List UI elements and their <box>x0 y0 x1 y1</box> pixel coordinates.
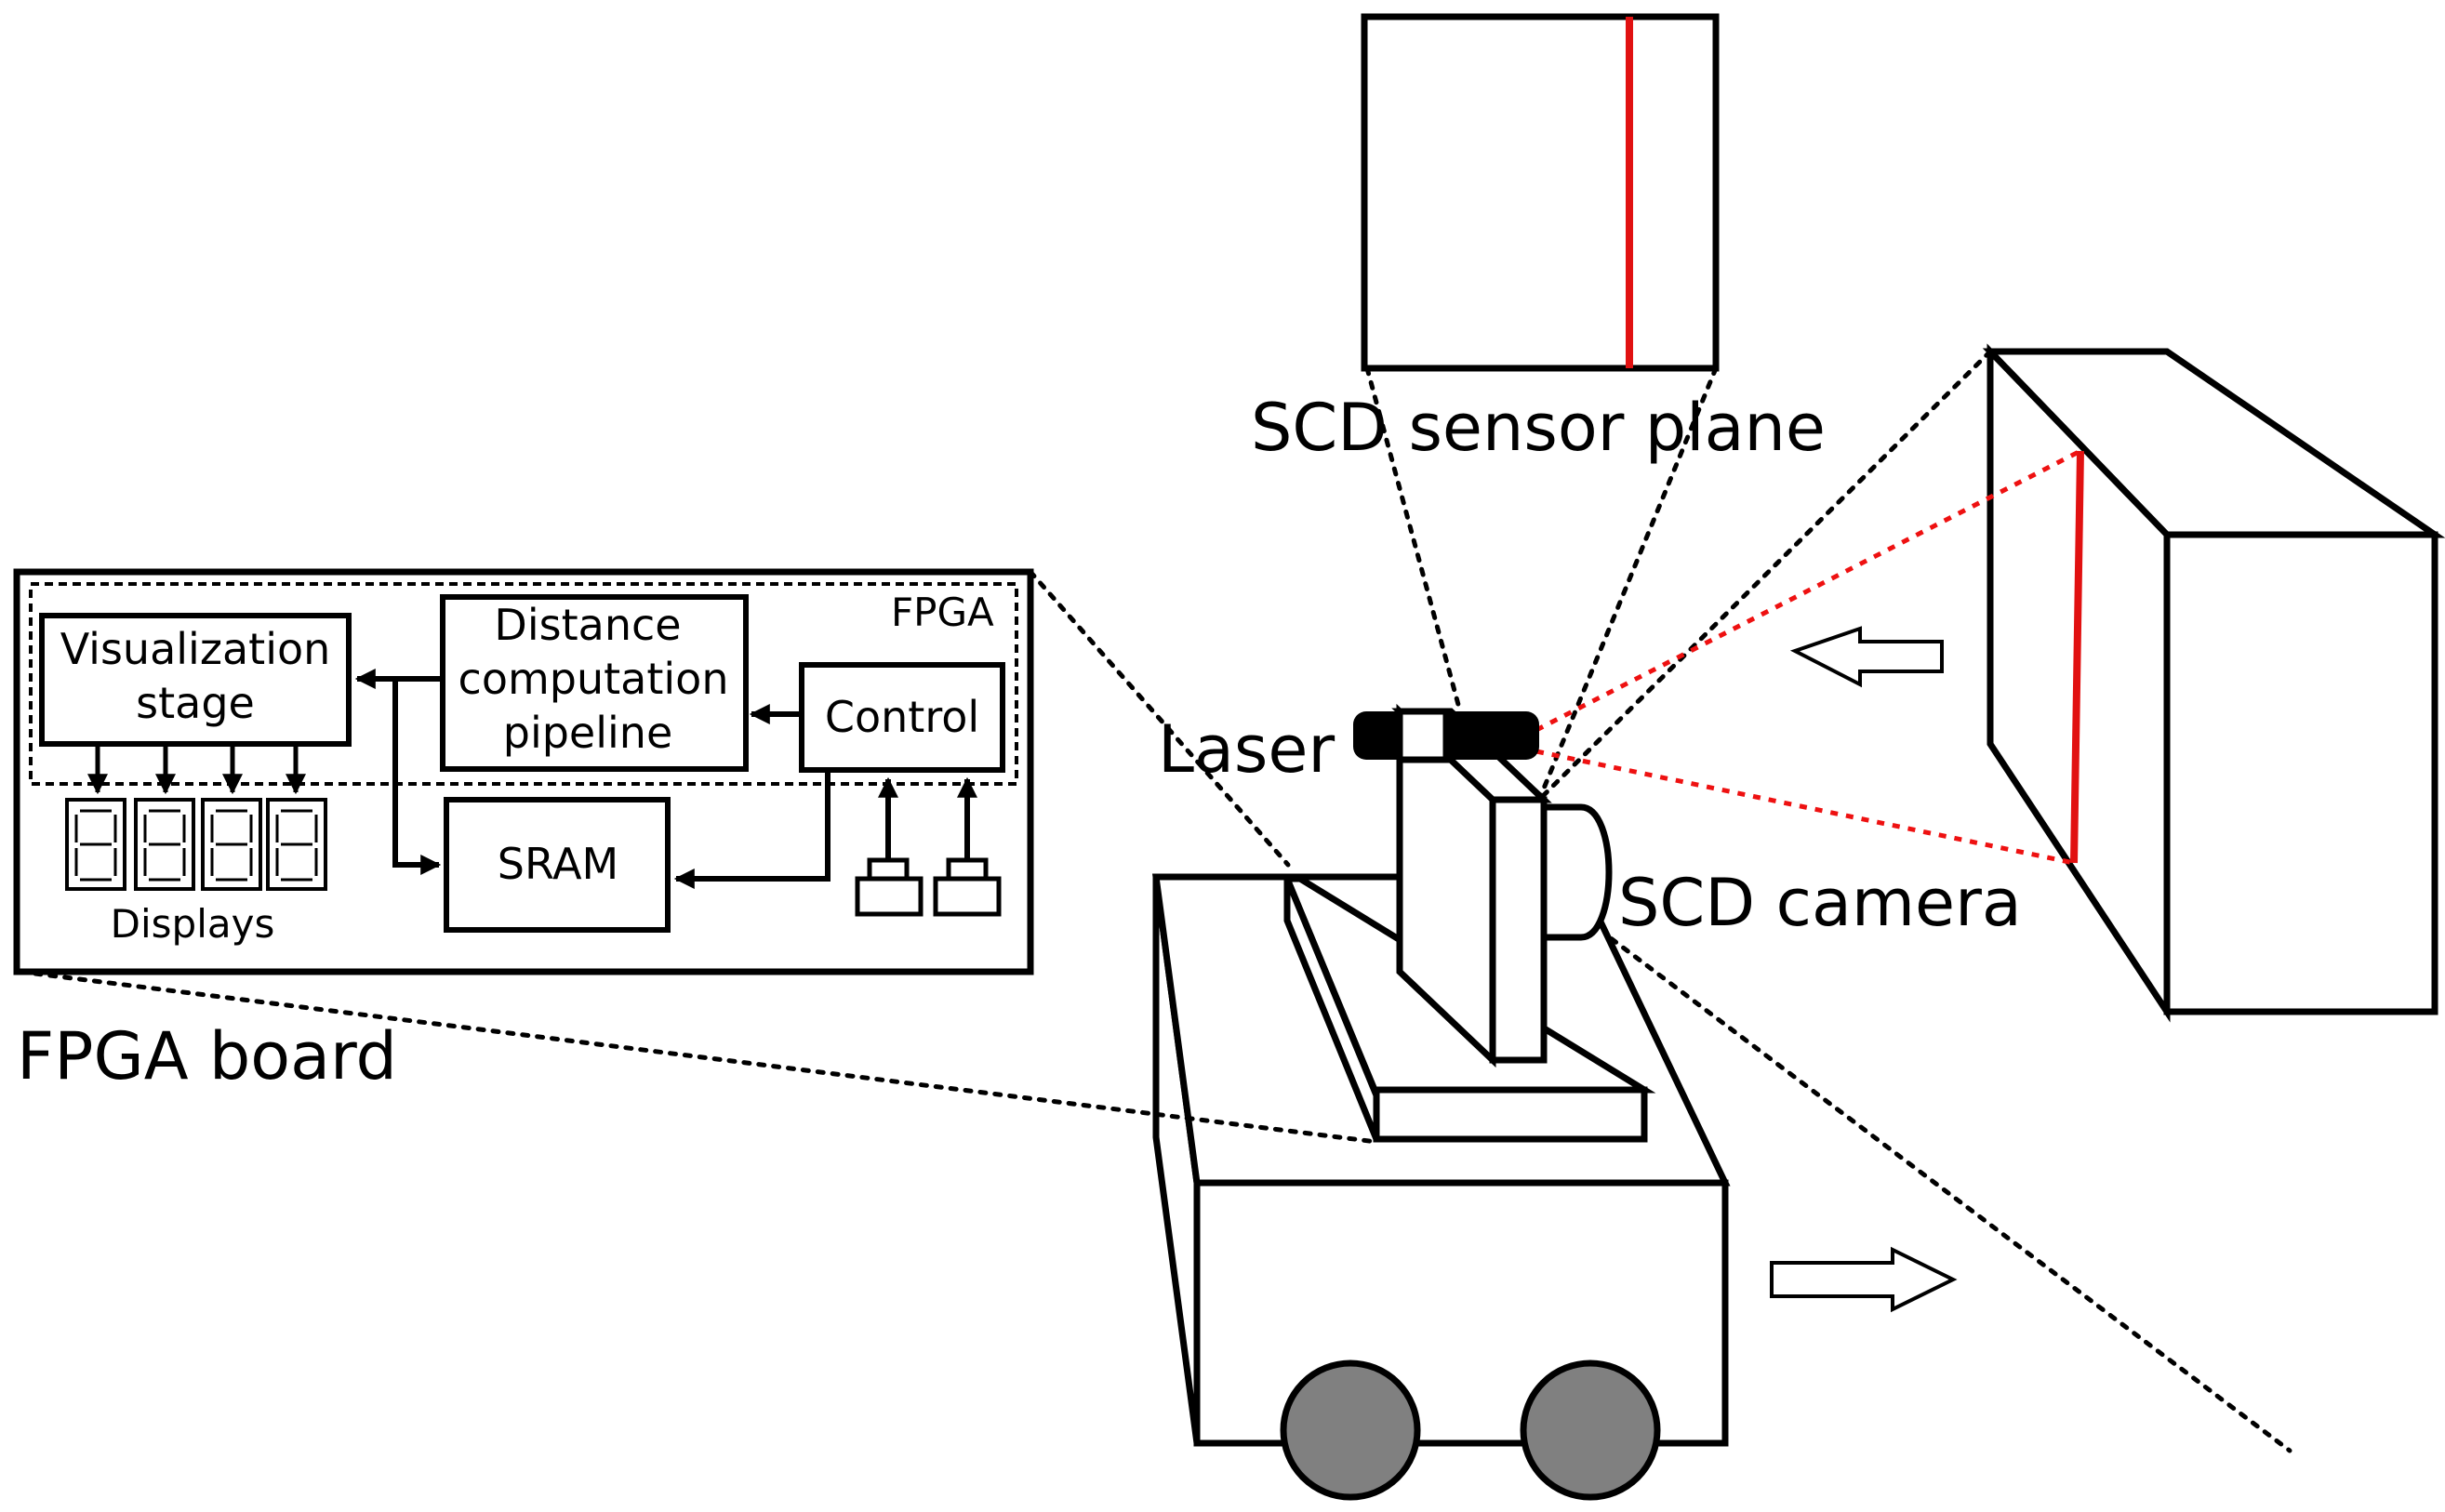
laser-beam-lower <box>1535 749 2075 866</box>
board-connections <box>87 669 977 889</box>
distance-label-line1: Distance <box>494 600 681 650</box>
displays-label: Displays <box>111 901 275 947</box>
push-button-icon <box>855 857 924 917</box>
laser-beam-upper <box>1535 448 2082 733</box>
laser-label: Laser <box>1158 711 1335 788</box>
board-zoom-lower <box>18 969 1379 1145</box>
robot-motion-arrow-icon <box>1770 1246 1958 1313</box>
control-block <box>799 662 1005 773</box>
camera-fov-upper <box>1541 349 1993 798</box>
push-button-icon <box>933 857 1002 917</box>
camera-label: SCD camera <box>1618 865 2022 941</box>
seven-segment-icon <box>201 798 262 891</box>
distance-label-line3: pipeline <box>503 708 673 758</box>
sram-block <box>444 797 671 933</box>
sensor-plane <box>1361 13 1720 372</box>
wheel-icon <box>1280 1359 1421 1501</box>
seven-segment-displays <box>65 798 327 891</box>
wheel-icon <box>1520 1359 1661 1501</box>
sram-label: SRAM <box>498 839 618 889</box>
fpga-board-label: FPGA board <box>17 1018 397 1094</box>
seven-segment-icon <box>266 798 327 891</box>
sensor-projection-left <box>1364 365 1463 714</box>
visualization-label-line2: stage <box>136 678 255 728</box>
visualization-label-line1: Visualization <box>60 624 331 674</box>
object-motion-arrow-icon <box>1789 626 1944 688</box>
visualization-stage-block <box>39 613 352 747</box>
distance-pipeline-block <box>440 594 749 772</box>
target-object <box>1982 343 2445 1023</box>
robot <box>1152 703 1731 1447</box>
camera-fov-lower <box>1597 927 2292 1453</box>
fpga-chip-label: FPGA <box>891 590 994 635</box>
control-label: Control <box>825 692 979 742</box>
distance-label-line2: computation <box>458 654 729 704</box>
seven-segment-icon <box>134 798 195 891</box>
board-zoom-upper <box>1028 569 1291 868</box>
sensor-projection-right <box>1536 365 1719 802</box>
sensor-plane-label: SCD sensor plane <box>1251 390 1826 466</box>
seven-segment-icon <box>65 798 126 891</box>
